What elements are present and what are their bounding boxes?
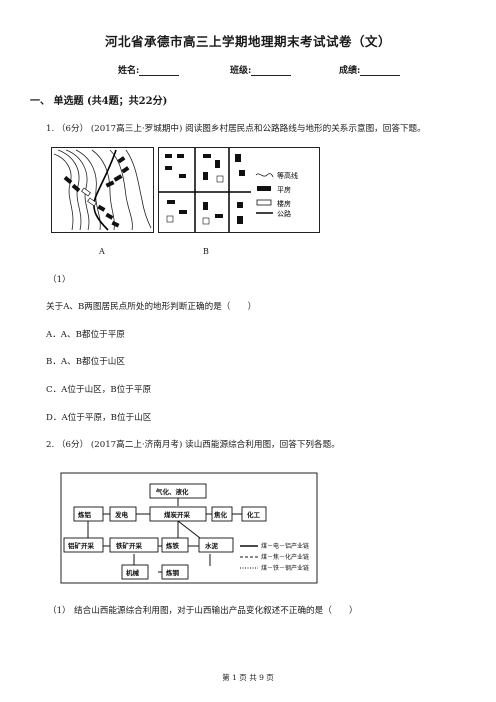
option-c[interactable]: C．A位于山区，B位于平原 [46, 385, 152, 395]
label-machinery: 机械 [126, 568, 140, 577]
diagram-legend: 煤－电－铝产业链 煤－焦－化产业链 煤－铁－钢产业链 [240, 542, 309, 572]
box-machinery [121, 564, 149, 580]
class-label: 班级: [230, 66, 252, 76]
question-1-stem: 1. （6分） (2017高三上·罗城期中) 阅读图乡村居民点和公路路线与地形的… [46, 124, 426, 134]
question-2-sub-question: 结合山西能源综合利用图，对于山西输出产品变化叙述不正确的是（ ） [74, 606, 358, 616]
chain1-label: 煤－电－铝产业链 [261, 542, 309, 550]
figure-b-label: B [203, 247, 209, 256]
box-coal [149, 506, 207, 522]
option-d[interactable]: D．A位于平原，B位于山区 [46, 413, 152, 423]
box-cement [198, 537, 234, 553]
grid-roads [159, 148, 251, 232]
box-power [109, 506, 137, 522]
label-cement: 水泥 [205, 541, 219, 550]
label-iron-ore: 铁矿开采 [115, 541, 143, 550]
score-field: 成绩: [339, 63, 401, 76]
legend: 等高线 平房 楼房 公路 [255, 171, 298, 218]
label-bauxite: 铝矿开采 [68, 541, 95, 550]
legend-contour-label: 等高线 [277, 171, 298, 180]
figure-a-map [51, 147, 154, 233]
label-coking: 焦化 [213, 510, 228, 519]
box-steelmaking [161, 564, 189, 580]
name-label: 姓名: [118, 66, 140, 76]
label-ironmaking: 炼铁 [166, 541, 180, 550]
label-aluminum-smelt: 炼铝 [78, 510, 92, 519]
label-power: 发电 [114, 510, 129, 519]
legend-road-label: 公路 [277, 209, 291, 218]
road-line [93, 149, 117, 231]
page-title: 河北省承德市高三上学期地理期末考试试卷（文） [104, 34, 391, 49]
figure-a-label: A [99, 247, 105, 256]
box-ironmaking [161, 537, 189, 553]
name-blank [139, 66, 180, 76]
name-field: 姓名: [118, 63, 180, 76]
diagram-labels: 气化、液化 发电 煤炭开采 焦化 化工 炼铝 铝矿开采 铁矿开采 炼铁 水泥 机… [68, 487, 261, 577]
buildings [81, 187, 97, 207]
label-gasify: 气化、液化 [155, 487, 189, 496]
label-coal: 煤炭开采 [164, 510, 191, 519]
grid-buildings [166, 175, 224, 225]
box-gasify [149, 483, 207, 499]
box-iron-ore [109, 537, 159, 553]
chain3-label: 煤－铁－钢产业链 [261, 564, 309, 572]
score-label: 成绩: [339, 66, 361, 76]
question-1-sub-question: 关于A、B两图居民点所处的地形判断正确的是（ ） [46, 302, 257, 312]
chain2-label: 煤－焦－化产业链 [261, 553, 309, 561]
legend-contour-icon [255, 173, 274, 178]
page-footer: 第 1 页 共 9 页 [222, 673, 274, 682]
score-blank [360, 66, 401, 76]
diagram-frame [60, 472, 318, 584]
class-blank [251, 66, 292, 76]
houses [63, 156, 130, 228]
class-field: 班级: [230, 63, 292, 76]
section-heading: 一、 单选题 (共4题；共22分) [30, 96, 168, 107]
option-a[interactable]: A．A、B都位于平原 [46, 330, 125, 340]
figure-a-svg [53, 149, 152, 231]
energy-diagram-svg: 气化、液化 发电 煤炭开采 焦化 化工 炼铝 铝矿开采 铁矿开采 炼铁 水泥 机… [60, 472, 318, 584]
legend-building-label: 楼房 [277, 199, 291, 208]
box-aluminum-smelt [73, 506, 104, 522]
box-chemical [241, 506, 267, 522]
legend-house-label: 平房 [277, 185, 291, 194]
figure-b-map: 等高线 平房 楼房 公路 [158, 147, 320, 233]
energy-diagram: 气化、液化 发电 煤炭开采 焦化 化工 炼铝 铝矿开采 铁矿开采 炼铁 水泥 机… [60, 472, 318, 584]
legend-building-icon [256, 199, 272, 206]
label-steelmaking: 炼钢 [166, 568, 180, 577]
diagram-arrows [87, 498, 242, 573]
option-b[interactable]: B．A、B都位于山区 [46, 357, 125, 367]
diagram-boxes [63, 483, 267, 580]
label-chemical: 化工 [247, 510, 261, 519]
box-coking [211, 506, 233, 522]
legend-house-icon [257, 186, 271, 191]
contour-lines [53, 149, 152, 231]
question-2-sub-label: （1） [48, 606, 71, 616]
question-2-stem: 2. （6分） (2017高二上·济南月考) 读山西能源综合利用图，回答下列各题… [46, 440, 340, 450]
figure-b-svg: 等高线 平房 楼房 公路 [159, 148, 298, 232]
box-bauxite [63, 537, 104, 553]
grid-houses [165, 154, 245, 224]
question-1-sub-label: （1） [48, 275, 71, 285]
